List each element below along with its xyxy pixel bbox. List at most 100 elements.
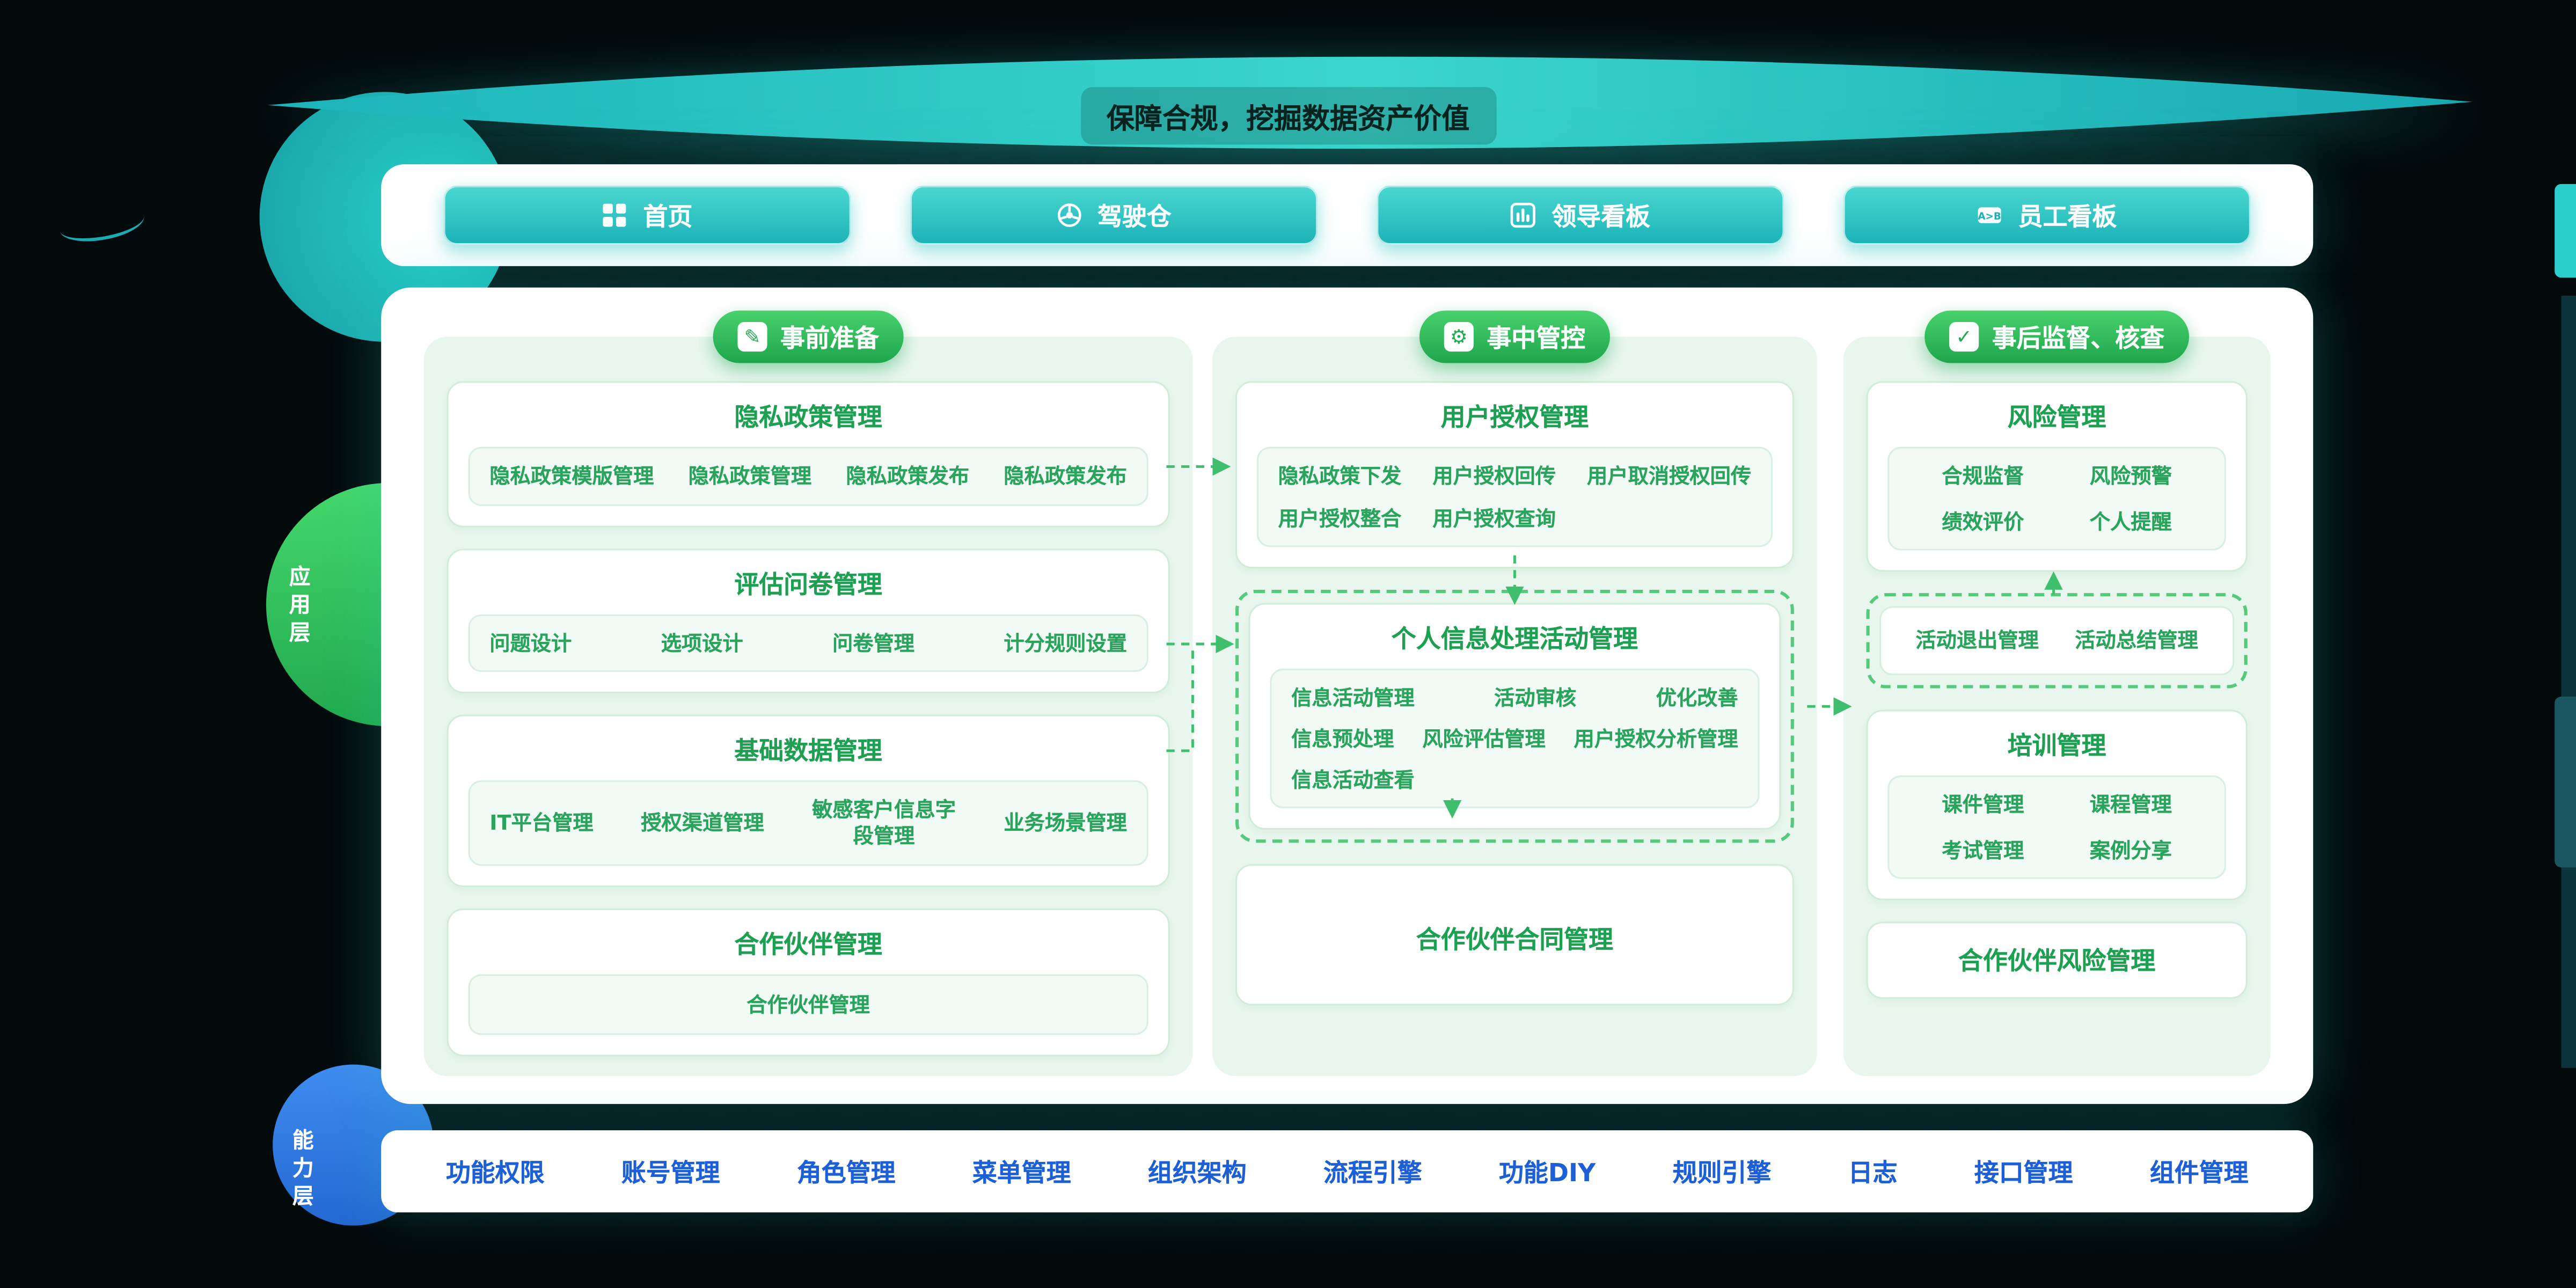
pre-preparation-pill: ✎ 事前准备 bbox=[713, 310, 904, 363]
prepare-pencil-icon: ✎ bbox=[737, 322, 767, 352]
feature-item: 风险预警 bbox=[2089, 463, 2172, 488]
nav-employee-dashboard-button[interactable]: A>B 员工看板 bbox=[1843, 185, 2251, 245]
main-panel: ✎ 事前准备 隐私政策管理 隐私政策模版管理 隐私政策管理 隐私政策发布 隐私政… bbox=[381, 287, 2314, 1104]
feature-item: 业务场景管理 bbox=[1004, 810, 1127, 835]
nav-leader-dashboard-label: 领导看板 bbox=[1552, 201, 1650, 231]
right-edge-bar-accent bbox=[2555, 696, 2576, 868]
personal-info-activity-dashed-group: 个人信息处理活动管理 信息活动管理 活动审核 优化改善 信息预处理 风险评估管理… bbox=[1235, 590, 1794, 843]
nav-cockpit-button[interactable]: 驾驶仓 bbox=[910, 185, 1318, 245]
capability-item[interactable]: 功能权限 bbox=[445, 1157, 545, 1187]
capability-item[interactable]: 组织架构 bbox=[1147, 1157, 1247, 1187]
card-questionnaire-mgmt: 评估问卷管理 问题设计 选项设计 问卷管理 计分规则设置 bbox=[447, 548, 1170, 694]
feature-item: IT平台管理 bbox=[489, 810, 594, 835]
in-process-control-pill: ⚙ 事中管控 bbox=[1419, 310, 1611, 363]
feature-item: 案例分享 bbox=[2089, 837, 2172, 862]
feature-item: 问卷管理 bbox=[832, 630, 915, 655]
post-supervision-label: 事后监督、核查 bbox=[1992, 323, 2165, 353]
right-edge-bar-top bbox=[2555, 184, 2576, 278]
feature-item: 信息预处理 bbox=[1291, 726, 1394, 751]
feature-item: 考试管理 bbox=[1942, 837, 2024, 862]
card-title: 评估问卷管理 bbox=[734, 569, 882, 599]
nav-employee-dashboard-label: 员工看板 bbox=[2018, 201, 2117, 231]
card-personal-info-activity-mgmt: 个人信息处理活动管理 信息活动管理 活动审核 优化改善 信息预处理 风险评估管理… bbox=[1248, 603, 1781, 830]
capability-item[interactable]: 角色管理 bbox=[796, 1157, 896, 1187]
card-items: 问题设计 选项设计 问卷管理 计分规则设置 bbox=[468, 613, 1148, 672]
feature-item: 优化改善 bbox=[1656, 685, 1738, 711]
capability-item[interactable]: 接口管理 bbox=[1974, 1157, 2073, 1187]
control-gear-icon: ⚙ bbox=[1444, 322, 1474, 352]
card-title: 用户授权管理 bbox=[1440, 402, 1589, 433]
capability-item[interactable]: 功能DIY bbox=[1498, 1157, 1596, 1187]
feature-item: 信息活动管理 bbox=[1291, 685, 1415, 711]
card-items: 合作伙伴管理 bbox=[468, 973, 1148, 1035]
card-title: 风险管理 bbox=[2007, 402, 2106, 433]
capability-layer-label: 能力层 bbox=[287, 1129, 312, 1213]
feature-item: 课件管理 bbox=[1942, 792, 2024, 817]
capability-item[interactable]: 规则引擎 bbox=[1672, 1157, 1772, 1187]
card-basic-data-mgmt: 基础数据管理 IT平台管理 授权渠道管理 敏感客户信息字段管理 业务场景管理 bbox=[447, 715, 1170, 887]
capability-item[interactable]: 日志 bbox=[1848, 1157, 1898, 1187]
feature-item: 活动总结管理 bbox=[2075, 628, 2198, 653]
feature-item: 信息活动查看 bbox=[1291, 766, 1415, 791]
activity-exit-dashed-group: 活动退出管理 活动总结管理 bbox=[1866, 593, 2248, 689]
right-edge-bar-middle bbox=[2561, 296, 2576, 1068]
feature-item: 用户授权整合 bbox=[1278, 505, 1402, 530]
nav-leader-dashboard-button[interactable]: 领导看板 bbox=[1377, 185, 1784, 245]
feature-item: 隐私政策发布 bbox=[846, 463, 970, 488]
feature-item: 用户授权回传 bbox=[1432, 463, 1556, 488]
feature-item: 合规监督 bbox=[1942, 463, 2024, 488]
card-user-authorization-mgmt: 用户授权管理 隐私政策下发 用户授权回传 用户取消授权回传 用户授权整合 用户授… bbox=[1235, 381, 1794, 569]
capability-item[interactable]: 流程引擎 bbox=[1323, 1157, 1422, 1187]
steering-wheel-icon bbox=[1057, 203, 1081, 227]
card-privacy-policy-mgmt: 隐私政策管理 隐私政策模版管理 隐私政策管理 隐私政策发布 隐私政策发布 bbox=[447, 381, 1170, 527]
supervise-check-icon: ✓ bbox=[1949, 322, 1979, 352]
capability-item[interactable]: 组件管理 bbox=[2149, 1157, 2249, 1187]
swoosh-shape bbox=[267, 56, 2473, 149]
card-title: 个人信息处理活动管理 bbox=[1391, 625, 1638, 655]
banner-title: 保障合规，挖掘数据资产价值 bbox=[0, 87, 2576, 145]
capability-item[interactable]: 账号管理 bbox=[621, 1157, 720, 1187]
capability-item[interactable]: 菜单管理 bbox=[972, 1157, 1071, 1187]
card-items: 隐私政策下发 用户授权回传 用户取消授权回传 用户授权整合 用户授权查询 bbox=[1256, 447, 1773, 548]
column-post-supervision: ✓ 事后监督、核查 风险管理 合规监督 风险预警 绩效评价 个人提醒 活动退出管… bbox=[1843, 310, 2271, 1077]
bar-chart-icon bbox=[1511, 202, 1536, 228]
card-items: IT平台管理 授权渠道管理 敏感客户信息字段管理 业务场景管理 bbox=[468, 780, 1148, 865]
column-pre-preparation: ✎ 事前准备 隐私政策管理 隐私政策模版管理 隐私政策管理 隐私政策发布 隐私政… bbox=[423, 310, 1193, 1077]
capability-bar: 功能权限 账号管理 角色管理 菜单管理 组织架构 流程引擎 功能DIY 规则引擎… bbox=[381, 1130, 2314, 1213]
left-arc-decoration bbox=[57, 200, 147, 247]
feature-item: 隐私政策模版管理 bbox=[489, 463, 654, 488]
pre-preparation-label: 事前准备 bbox=[780, 323, 879, 353]
nav-home-label: 首页 bbox=[643, 201, 693, 231]
nav-home-button[interactable]: 首页 bbox=[443, 185, 851, 245]
card-partner-mgmt: 合作伙伴管理 合作伙伴管理 bbox=[447, 908, 1170, 1057]
feature-item: 用户取消授权回传 bbox=[1587, 463, 1752, 488]
feature-item: 选项设计 bbox=[661, 630, 743, 655]
feature-item: 课程管理 bbox=[2089, 792, 2172, 817]
ab-compare-icon-text: A>B bbox=[1979, 211, 2002, 222]
application-layer-label: 应用层 bbox=[284, 565, 309, 649]
home-grid-icon bbox=[603, 203, 627, 227]
card-items: 合规监督 风险预警 绩效评价 个人提醒 bbox=[1887, 447, 2226, 551]
card-training-mgmt: 培训管理 课件管理 课程管理 考试管理 案例分享 bbox=[1866, 709, 2248, 901]
card-title: 合作伙伴合同管理 bbox=[1416, 924, 1614, 954]
banner-slogan: 保障合规，挖掘数据资产价值 bbox=[1080, 87, 1496, 145]
feature-item: 敏感客户信息字段管理 bbox=[812, 797, 956, 848]
feature-item: 用户授权查询 bbox=[1432, 505, 1556, 530]
feature-item: 隐私政策下发 bbox=[1278, 463, 1402, 488]
feature-item: 风险评估管理 bbox=[1422, 726, 1546, 751]
feature-item: 活动退出管理 bbox=[1915, 628, 2039, 653]
feature-item: 绩效评价 bbox=[1942, 508, 2024, 533]
feature-item: 合作伙伴管理 bbox=[747, 991, 870, 1016]
in-process-control-label: 事中管控 bbox=[1487, 323, 1586, 353]
card-partner-risk-mgmt: 合作伙伴风险管理 bbox=[1866, 921, 2248, 999]
card-title: 基础数据管理 bbox=[734, 736, 882, 766]
feature-item: 隐私政策管理 bbox=[688, 463, 812, 488]
feature-item: 计分规则设置 bbox=[1004, 630, 1127, 655]
post-supervision-pill: ✓ 事后监督、核查 bbox=[1924, 310, 2190, 363]
nav-cockpit-label: 驾驶仓 bbox=[1097, 201, 1172, 231]
card-title: 培训管理 bbox=[2007, 730, 2106, 760]
feature-item: 活动审核 bbox=[1494, 685, 1577, 711]
feature-item: 问题设计 bbox=[489, 630, 572, 655]
card-title: 隐私政策管理 bbox=[734, 402, 882, 433]
